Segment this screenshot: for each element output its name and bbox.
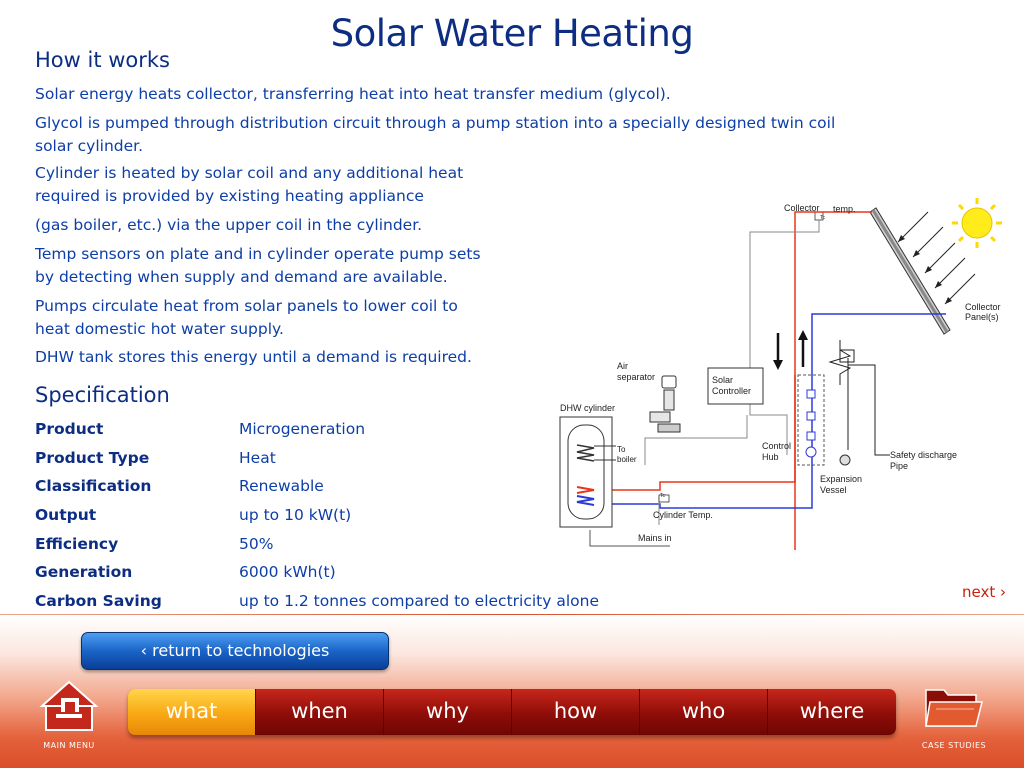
pump-station	[797, 374, 825, 466]
spec-label: Efficiency	[35, 535, 119, 553]
home-icon	[39, 680, 99, 731]
tab-how[interactable]: how	[512, 689, 640, 735]
spec-value: 6000 kWh(t)	[239, 563, 336, 581]
svg-text:Panel(s): Panel(s)	[965, 312, 999, 322]
paragraph-1: Solar energy heats collector, transferri…	[35, 85, 671, 103]
how-it-works-heading: How it works	[35, 48, 170, 72]
svg-text:Vessel: Vessel	[820, 485, 847, 495]
tab-why[interactable]: why	[384, 689, 512, 735]
label-temp: temp.	[833, 204, 856, 214]
spec-value: Renewable	[239, 477, 324, 495]
svg-text:separator: separator	[617, 372, 655, 382]
label-dhw-cylinder: DHW cylinder	[560, 403, 615, 413]
tab-when[interactable]: when	[256, 689, 384, 735]
case-studies-label: CASE STUDIES	[921, 741, 987, 750]
spec-label: Output	[35, 506, 97, 524]
label-expansion-vessel: Expansion	[820, 474, 862, 484]
spec-value: Heat	[239, 449, 276, 467]
tab-who[interactable]: who	[640, 689, 768, 735]
spec-label: Product Type	[35, 449, 150, 467]
flow-arrows	[776, 333, 805, 367]
svg-text:boiler: boiler	[617, 455, 637, 464]
page-title: Solar Water Heating	[330, 12, 694, 55]
air-separator	[649, 375, 681, 433]
return-to-technologies-button[interactable]: ‹ return to technologies	[81, 632, 389, 670]
main-menu-label: MAIN MENU	[43, 741, 95, 750]
label-safety-discharge: Safety discharge	[890, 450, 957, 460]
solar-controller	[707, 367, 764, 405]
label-solar-controller: Solar	[712, 375, 733, 385]
safety-discharge-pipe	[828, 340, 890, 456]
svg-text:Pipe: Pipe	[890, 461, 908, 471]
paragraph-7: DHW tank stores this energy until a dema…	[35, 348, 472, 366]
spec-value: up to 1.2 tonnes compared to electricity…	[239, 592, 599, 610]
label-collector-panel: Collector	[965, 302, 1001, 312]
spec-label: Carbon Saving	[35, 592, 162, 610]
spec-label: Classification	[35, 477, 152, 495]
paragraph-4: (gas boiler, etc.) via the upper coil in…	[35, 216, 423, 234]
next-link[interactable]: next ›	[962, 583, 1006, 601]
svg-text:Controller: Controller	[712, 386, 751, 396]
label-to-boiler: To	[617, 445, 626, 454]
expansion-vessel	[839, 454, 851, 466]
tab-what[interactable]: what	[128, 689, 256, 735]
section-nav-bar: what when why how who where	[128, 689, 896, 735]
paragraph-5: Temp sensors on plate and in cylinder op…	[35, 245, 481, 286]
svg-text:Tc: Tc	[660, 493, 666, 499]
paragraph-2: Glycol is pumped through distribution ci…	[35, 114, 836, 155]
svg-text:Hub: Hub	[762, 452, 779, 462]
paragraph-6: Pumps circulate heat from solar panels t…	[35, 297, 458, 338]
collector-panel	[869, 207, 951, 335]
paragraph-3: Cylinder is heated by solar coil and any…	[35, 164, 464, 205]
svg-text:Tc: Tc	[820, 215, 826, 221]
main-menu-button[interactable]: MAIN MENU	[32, 676, 106, 750]
divider	[0, 614, 1024, 615]
spec-value: 50%	[239, 535, 274, 553]
solar-system-diagram: Collector temp. Tc Collector Panel(s) Ai…	[559, 198, 1002, 550]
sun-icon	[952, 198, 1002, 248]
spec-label: Product	[35, 420, 104, 438]
label-mains-in: Mains in	[638, 533, 672, 543]
flow-pipe-red	[602, 211, 872, 550]
label-cylinder-temp: Cylinder Temp.	[653, 510, 713, 520]
dhw-cylinder	[559, 416, 613, 528]
case-studies-button[interactable]: CASE STUDIES	[914, 676, 994, 750]
label-air-separator: Air	[617, 361, 628, 371]
specification-heading: Specification	[35, 383, 170, 407]
folder-icon	[925, 689, 983, 727]
label-control-hub: Control	[762, 441, 791, 451]
tab-where[interactable]: where	[799, 699, 865, 723]
label-collector: Collector	[784, 203, 820, 213]
return-pipe-blue	[602, 313, 946, 509]
cylinder-temp-sensor	[658, 494, 670, 503]
spec-label: Generation	[35, 563, 133, 581]
spec-value: up to 10 kW(t)	[239, 506, 352, 524]
spec-value: Microgeneration	[239, 420, 366, 438]
